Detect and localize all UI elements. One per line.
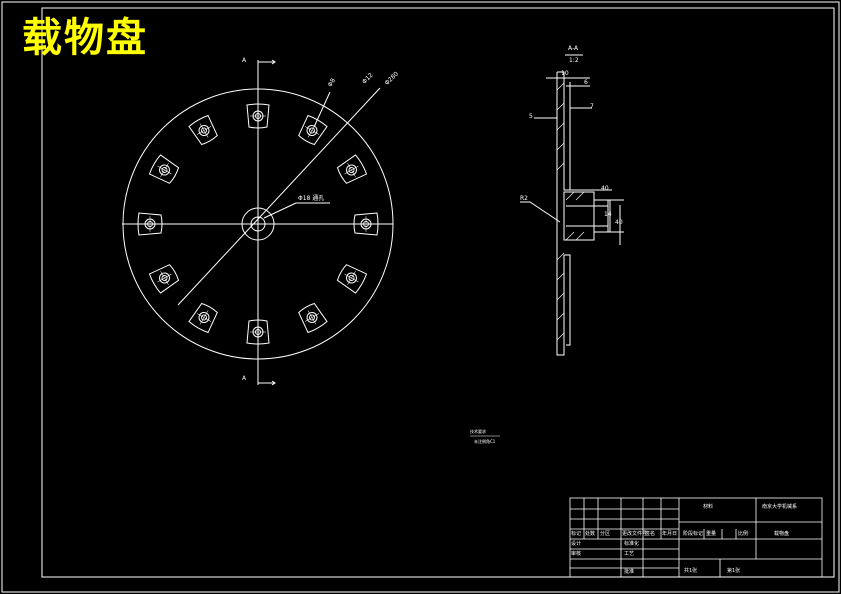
- pocket-outline: [336, 264, 368, 294]
- section-arrow-bottom: [271, 380, 276, 386]
- pocket: [188, 114, 218, 146]
- pocket-centerline-v: [307, 123, 317, 138]
- pocket: [336, 264, 368, 294]
- pocket-centerline-v: [199, 310, 209, 325]
- tb-standard: 标准化: [624, 541, 640, 547]
- pocket-outline: [298, 302, 328, 334]
- pocket: [137, 212, 163, 236]
- section-arrow-top: [271, 59, 276, 65]
- tb-process: 工艺: [624, 551, 635, 557]
- sec-dim-3: 7: [590, 103, 594, 110]
- tb-school: 南京大学机械系: [762, 504, 798, 510]
- tb-check: 审核: [571, 551, 582, 557]
- tb-row-label-6: 年月日: [662, 531, 678, 537]
- sec-dim-1: 10: [561, 70, 569, 77]
- pocket-outline: [148, 264, 180, 294]
- sec-dim-6: 14: [604, 211, 612, 218]
- pocket-centerline-v: [157, 273, 172, 283]
- pocket-centerline-v: [344, 165, 359, 175]
- sec-dim-7: 40: [615, 219, 623, 226]
- pocket-outline: [188, 302, 218, 334]
- pocket-centerline-v: [307, 310, 317, 325]
- title-block-grid: [569, 497, 823, 578]
- section-view: [520, 54, 624, 356]
- tb-sheet-num: 第1张: [727, 568, 741, 574]
- tb-row-label-5: 签名: [645, 531, 656, 537]
- center-hole-leader: [263, 202, 297, 219]
- tb-scale: 比例: [738, 531, 749, 537]
- pocket: [298, 114, 328, 146]
- pocket-centerline-v: [157, 165, 172, 175]
- pocket-outline: [353, 212, 379, 236]
- plate-profile-top: [557, 71, 571, 191]
- pocket: [298, 302, 328, 334]
- pocket-outline: [137, 212, 163, 236]
- section-scale: 1:2: [569, 57, 579, 64]
- tb-row-label-4: 更改文件号: [622, 531, 648, 537]
- pocket-outline: [246, 319, 270, 345]
- pocket: [246, 103, 270, 129]
- tb-row-label-1: 标记: [571, 531, 582, 537]
- section-marker-bottom: [257, 378, 275, 384]
- plate-profile-left: [556, 72, 571, 356]
- pocket: [336, 154, 368, 184]
- inner-frame: [41, 7, 835, 578]
- tb-stage: 阶段标记: [683, 531, 704, 537]
- tb-material: 材料: [703, 504, 714, 510]
- pocket-outline: [188, 114, 218, 146]
- plan-view: [122, 59, 394, 386]
- section-marker-top: [257, 61, 275, 67]
- drawing-title: 载物盘: [22, 15, 148, 61]
- sec-dim-2: 6: [584, 79, 588, 86]
- pocket-outline: [298, 114, 328, 146]
- tb-sheet-total: 共1张: [684, 568, 698, 574]
- tech-note-title: 技术要求: [470, 429, 486, 434]
- sec-dim-5: 40: [601, 185, 609, 192]
- sec-dim-4: 5: [529, 113, 533, 120]
- tb-weight: 重量: [706, 531, 717, 537]
- pocket-centerline-v: [344, 273, 359, 283]
- section-hatching: [556, 82, 585, 341]
- pocket: [353, 212, 379, 236]
- pocket: [188, 302, 218, 334]
- pocket-outline: [148, 154, 180, 184]
- hub-body: [563, 191, 595, 241]
- tb-row-label-3: 分区: [600, 531, 611, 537]
- pocket-outline: [246, 103, 270, 129]
- chamfer-label: R2: [520, 195, 528, 202]
- pocket: [148, 154, 180, 184]
- pocket-centerline-v: [199, 123, 209, 138]
- chamfer-leader: [520, 201, 561, 223]
- section-title: A-A: [568, 45, 579, 52]
- tb-row-label-2: 处数: [585, 531, 596, 537]
- tb-approve: 批准: [624, 569, 635, 575]
- section-label-top: A: [242, 57, 247, 64]
- section-label-bottom: A: [242, 375, 247, 382]
- diagonal-leader-line: [177, 87, 381, 306]
- tb-drawing-name: 载物盘: [774, 531, 790, 537]
- tb-design: 设计: [571, 541, 582, 547]
- tech-note-1: 未注倒角C1: [474, 439, 496, 444]
- pocket-outline: [336, 154, 368, 184]
- pocket: [148, 264, 180, 294]
- pocket: [246, 319, 270, 345]
- hole-leader: [313, 91, 331, 128]
- dim-center-hole-label: Φ18 通孔: [298, 195, 325, 202]
- pocket-group: [137, 103, 379, 345]
